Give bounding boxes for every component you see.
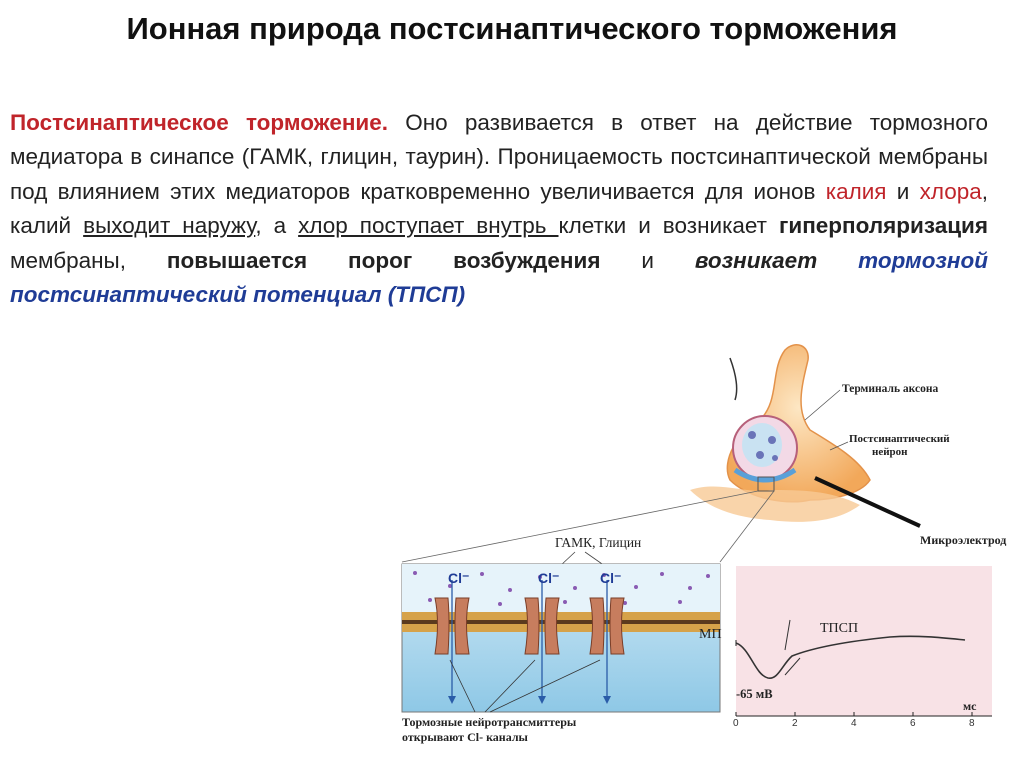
text-part: Оно развивается в ответ на действие торм… — [10, 110, 989, 204]
tick-label: 2 — [792, 718, 798, 729]
caption-line-1: Тормозные нейротрансмиттеры — [402, 715, 577, 729]
chlorine-term: хлора — [919, 178, 982, 204]
postsynaptic-neuron-label: Постсинаптический — [849, 433, 950, 445]
goes-out-phrase: выходит наружу — [83, 213, 256, 239]
tick-label: 8 — [969, 718, 975, 729]
unit-label: мс — [963, 699, 977, 713]
tick-label: 6 — [910, 718, 916, 729]
ipsp-term: тормозной постсинаптический потенциал (Т… — [10, 247, 988, 308]
axon-terminal-label: Терминаль аксона — [842, 383, 938, 395]
voltage-label: -65 мВ — [736, 687, 773, 701]
cl-ion-label: Cl⁻ — [600, 570, 621, 586]
ipsp-graph: 0 2 4 6 8 — [733, 566, 992, 729]
cl-ion-label: Cl⁻ — [448, 570, 469, 586]
text-part: , а — [255, 213, 299, 239]
arises-word: возникает — [694, 247, 818, 273]
text-part: и — [600, 247, 695, 273]
cl-ion-label: Cl⁻ — [538, 570, 559, 586]
cl-channel — [524, 580, 560, 704]
caption-line-2: открывают Cl- каналы — [402, 730, 529, 744]
cl-channel — [589, 580, 625, 704]
text-part: , калий — [10, 178, 989, 239]
hyperpolarization-term: гиперполяризация — [779, 213, 989, 239]
mp-label: МП — [699, 627, 722, 642]
tick-label: 4 — [851, 718, 857, 729]
postsynaptic-neuron-label-2: нейрон — [872, 446, 908, 458]
threshold-phrase: повышается порог возбуждения — [166, 247, 601, 273]
membrane-panel: Cl⁻ Cl⁻ Cl⁻ — [401, 563, 721, 713]
mediators-label: ГАМК, Глицин — [555, 535, 641, 550]
cl-channel — [434, 580, 470, 704]
neuron-illustration — [401, 344, 921, 563]
text-part: мембраны, — [10, 247, 167, 273]
ipsp-label: ТПСП — [820, 621, 858, 636]
slide-title: Ионная природа постсинаптического тормож… — [126, 11, 898, 46]
lead-term: Постсинаптическое торможение. — [10, 110, 389, 135]
tick-label: 0 — [733, 718, 739, 729]
synapse-figure: Терминаль аксона Постсинаптический нейро… — [401, 344, 1006, 744]
ipsp-curve — [735, 635, 966, 679]
body-paragraph: Постсинаптическое торможение. Оно развив… — [10, 106, 988, 312]
potassium-term: калия — [825, 178, 887, 204]
text-part: и — [886, 178, 920, 204]
text-part: клетки и возникает — [558, 213, 779, 239]
cl-in-phrase: хлор поступает внутрь — [298, 213, 559, 239]
microelectrode-label: Микроэлектрод — [920, 533, 1006, 547]
